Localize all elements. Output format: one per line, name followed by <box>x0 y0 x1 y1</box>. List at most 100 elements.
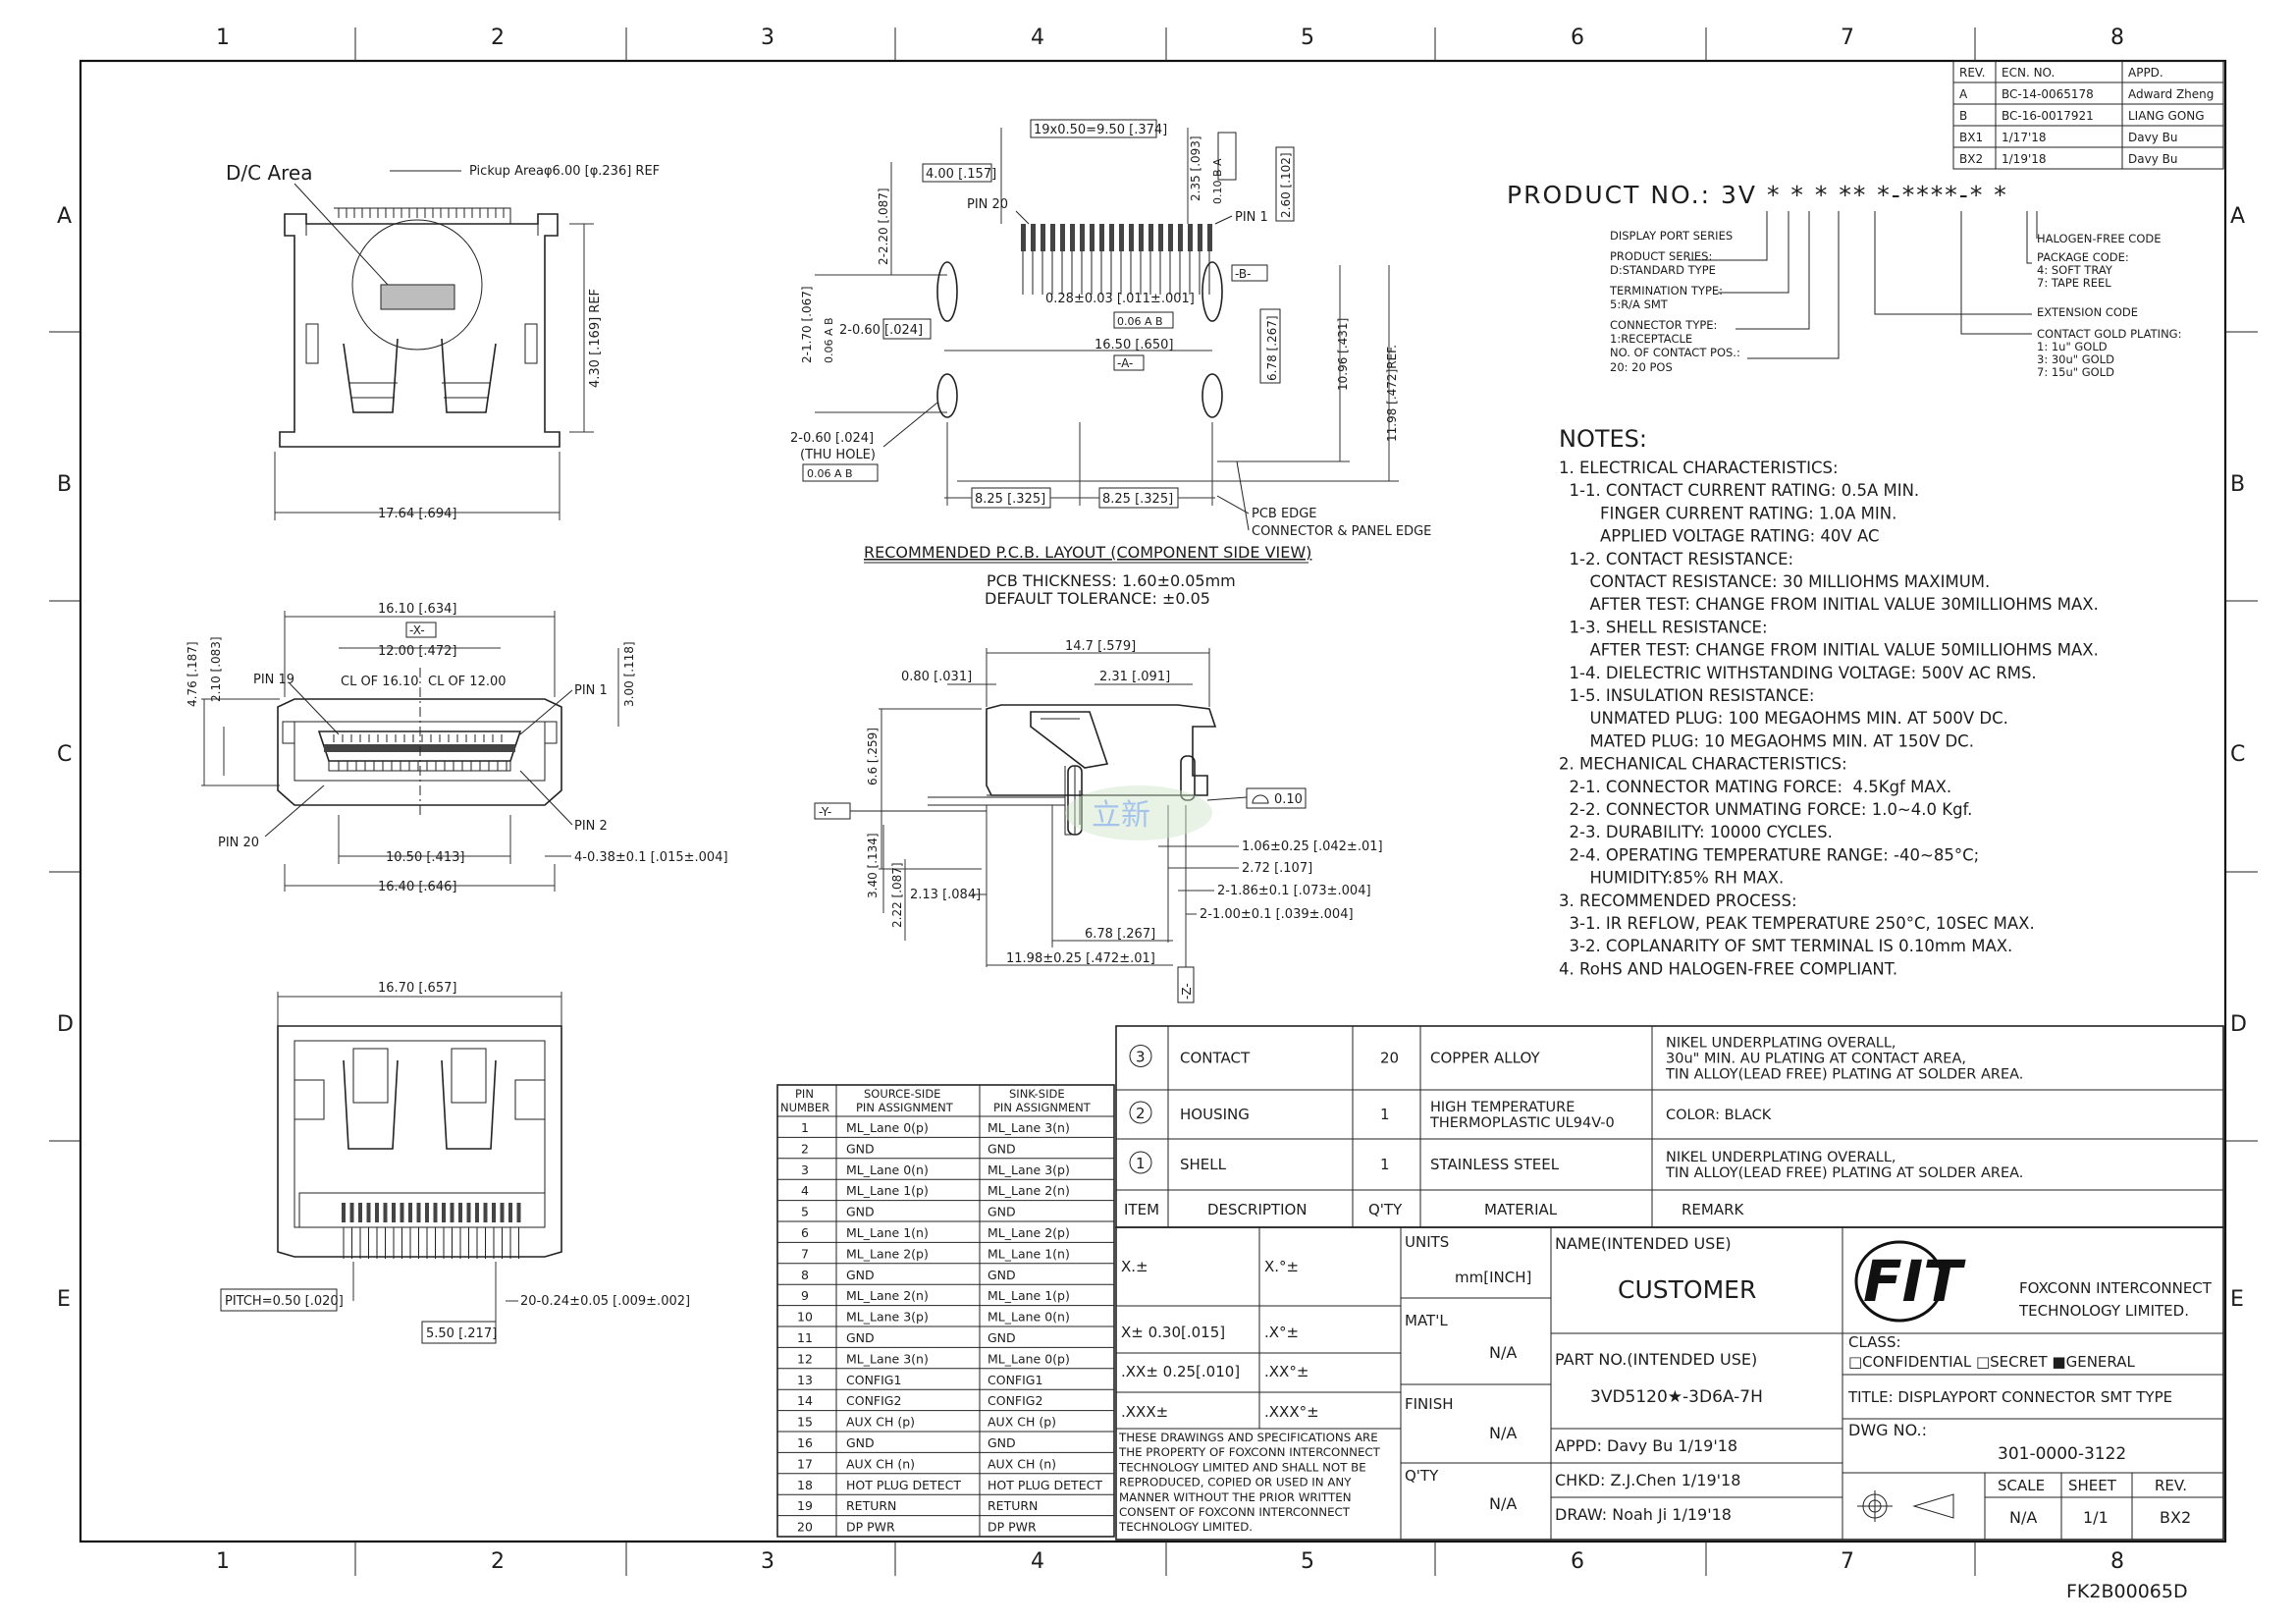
pcb-pad <box>1188 224 1193 251</box>
svg-text:0.06 A B: 0.06 A B <box>1117 315 1163 328</box>
pin-source: GND <box>846 1435 875 1450</box>
pin-source: ML_Lane 2(n) <box>846 1288 929 1303</box>
dwg-no-value: 301-0000-3122 <box>1998 1444 2126 1464</box>
units-label: UNITS <box>1405 1233 1449 1251</box>
name-value: CUSTOMER <box>1618 1275 1756 1304</box>
pin-source: ML_Lane 1(p) <box>846 1183 929 1198</box>
pin-sink: GND <box>988 1141 1016 1156</box>
contact-lead <box>392 1203 396 1222</box>
svg-text:0.06 A B: 0.06 A B <box>807 467 853 480</box>
note-line: MATED PLUG: 10 MEGAOHMS MIN. AT 150V DC. <box>1559 731 1974 750</box>
pin-source: CONFIG1 <box>846 1373 901 1387</box>
rev-cell: Adward Zheng <box>2128 87 2214 101</box>
pn-right-label: 4: SOFT TRAY <box>2037 263 2113 277</box>
pcb-pad <box>1207 224 1212 251</box>
svg-text:PCB EDGE: PCB EDGE <box>1252 507 1316 521</box>
contact-lead <box>408 1203 412 1222</box>
part-no-value: 3VD5120★-3D6A-7H <box>1590 1387 1763 1407</box>
zone-column-bottom: 8 <box>2110 1549 2124 1574</box>
pcb-pad <box>1119 224 1124 251</box>
note-line: AFTER TEST: CHANGE FROM INITIAL VALUE 30… <box>1559 595 2099 614</box>
pin-source: DP PWR <box>846 1520 895 1535</box>
pn-left-label: CONNECTOR TYPE: <box>1610 318 1717 332</box>
note-line: 3-1. IR REFLOW, PEAK TEMPERATURE 250°C, … <box>1559 914 2035 933</box>
note-line: 2-1. CONNECTOR MATING FORCE: 4.5Kgf MAX. <box>1559 778 1951 796</box>
zone-column-top: 2 <box>491 26 505 50</box>
sheet-label: SHEET <box>2068 1477 2117 1494</box>
pn-right-label: 7: TAPE REEL <box>2037 276 2111 290</box>
rev-cell: B <box>1959 109 1967 123</box>
pin-source: GND <box>846 1141 875 1156</box>
dwg-no-label: DWG NO.: <box>1848 1421 1927 1439</box>
note-line: 2. MECHANICAL CHARACTERISTICS: <box>1559 755 1847 774</box>
svg-text:-A-: -A- <box>1117 356 1133 370</box>
pin-number: 19 <box>797 1498 813 1513</box>
note-line: APPLIED VOLTAGE RATING: 40V AC <box>1559 527 1879 546</box>
zone-row-right: C <box>2230 742 2245 767</box>
width-dim: 17.64 [.694] <box>378 507 456 521</box>
pcb-pad <box>1090 224 1095 251</box>
pin-header-sink: PIN ASSIGNMENT <box>993 1101 1092 1114</box>
note-line: HUMIDITY:85% RH MAX. <box>1559 869 1784 888</box>
svg-text:(THU HOLE): (THU HOLE) <box>800 448 876 462</box>
drawing-border <box>79 59 2227 1543</box>
sheet-value: 1/1 <box>2083 1508 2109 1527</box>
note-line: FINGER CURRENT RATING: 1.0A MIN. <box>1559 504 1896 522</box>
bom-header-qty: Q'TY <box>1368 1201 1403 1218</box>
zone-column-top: 4 <box>1031 26 1044 50</box>
svg-text:0.10: 0.10 <box>1274 792 1303 807</box>
svg-text:-Y-: -Y- <box>819 805 831 819</box>
note-line: 1-4. DIELECTRIC WITHSTANDING VOLTAGE: 50… <box>1559 664 2037 682</box>
bottom-view: 16.70 [.657] PITCH=0.50 [.020] 5.50 [.21… <box>220 981 690 1344</box>
contact-lead <box>508 1203 512 1222</box>
contact-lead <box>466 1203 471 1222</box>
pin-sink: ML_Lane 1(p) <box>988 1288 1070 1303</box>
pn-left-label: 20: 20 POS <box>1610 360 1673 374</box>
pin-number: 8 <box>801 1268 809 1282</box>
svg-text:16.40 [.646]: 16.40 [.646] <box>378 880 456 894</box>
pn-right-label: CONTACT GOLD PLATING: <box>2037 327 2181 341</box>
pcb-pad <box>1021 224 1026 251</box>
svg-text:4.76 [.187]: 4.76 [.187] <box>186 641 199 707</box>
svg-text:0.06 A B: 0.06 A B <box>823 317 835 363</box>
zone-row-left: A <box>57 204 72 229</box>
svg-text:PIN 2: PIN 2 <box>574 819 608 834</box>
pin-source: GND <box>846 1205 875 1219</box>
tolerance-linear: .XXX± <box>1121 1403 1168 1421</box>
scale-value: N/A <box>2009 1508 2037 1527</box>
pin-sink: CONFIG2 <box>988 1393 1042 1408</box>
pin-sink: CONFIG1 <box>988 1373 1042 1387</box>
svg-text:CONNECTOR & PANEL EDGE: CONNECTOR & PANEL EDGE <box>1252 524 1431 539</box>
scale-label: SCALE <box>1998 1477 2045 1494</box>
pcb-pad <box>1148 224 1153 251</box>
company-name: TECHNOLOGY LIMITED. <box>2018 1302 2189 1320</box>
contact-lead <box>442 1203 446 1222</box>
dc-area-box <box>380 284 455 310</box>
tolerance-linear: X± 0.30[.015] <box>1121 1324 1225 1341</box>
note-line: 3. RECOMMENDED PROCESS: <box>1559 892 1797 910</box>
tolerance-linear: X.± <box>1121 1258 1148 1275</box>
rev-cell: LIANG GONG <box>2128 109 2205 123</box>
pcb-pad <box>1070 224 1075 251</box>
pin-number: 7 <box>801 1246 809 1261</box>
material-value: N/A <box>1489 1343 1517 1362</box>
pin-sink: RETURN <box>988 1498 1038 1513</box>
zone-column-top: 8 <box>2110 26 2124 50</box>
contact-lead <box>516 1203 521 1222</box>
bom-header-material: MATERIAL <box>1484 1201 1558 1218</box>
footer-code: FK2B00065D <box>2066 1581 2188 1602</box>
note-line: 1-5. INSULATION RESISTANCE: <box>1559 686 1814 705</box>
note-line: UNMATED PLUG: 100 MEGAOHMS MIN. AT 500V … <box>1559 709 2008 728</box>
qty-value: N/A <box>1489 1494 1517 1513</box>
note-line: 3-2. COPLANARITY OF SMT TERMINAL IS 0.10… <box>1559 937 2012 955</box>
zone-column-top: 1 <box>216 26 230 50</box>
tolerance-angular: .XXX°± <box>1264 1403 1319 1421</box>
svg-text:8.25 [.325]: 8.25 [.325] <box>1102 492 1173 507</box>
logo-ring <box>1854 1240 1945 1323</box>
pin-number: 9 <box>801 1288 809 1303</box>
svg-text:3.00 [.118]: 3.00 [.118] <box>622 641 636 707</box>
svg-text:2-1.00±0.1 [.039±.004]: 2-1.00±0.1 [.039±.004] <box>1200 907 1354 922</box>
bom-header-desc: DESCRIPTION <box>1207 1201 1308 1218</box>
